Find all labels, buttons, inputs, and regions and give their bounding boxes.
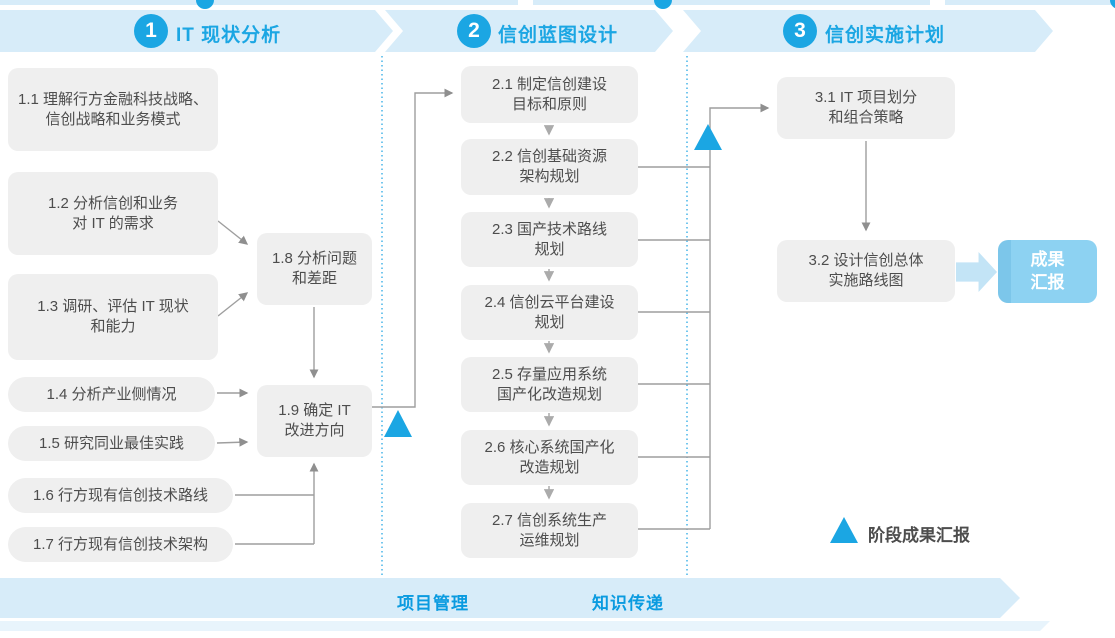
step-box-1-3: 1.3 调研、评估 IT 现状 和能力: [8, 274, 218, 360]
step-3-2-line2: 实施路线图: [828, 272, 904, 289]
step-box-1-9: 1.9 确定 IT 改进方向: [257, 385, 372, 457]
step-2-7-line1: 2.7 信创系统生产: [491, 511, 608, 529]
step-2-6-line1: 2.6 核心系统国产化: [484, 438, 615, 456]
step-2-2-line1: 2.2 信创基础资源: [491, 148, 608, 166]
step-1-5-line1: 1.5 研究同业最佳实践: [38, 434, 185, 452]
phase2-number-badge: 2: [457, 14, 491, 48]
phase3-band: [683, 10, 1053, 52]
step-2-3-line1: 2.3 国产技术路线: [491, 220, 608, 238]
bottom-strip: [0, 621, 1050, 631]
step-box-1-1: 1.1 理解行方金融科技战略、 信创战略和业务模式: [8, 68, 218, 151]
top-strip-segment-1: [0, 0, 518, 5]
step-box-2-6: 2.6 核心系统国产化 改造规划: [461, 430, 638, 485]
step-2-1-line2: 目标和原则: [511, 95, 587, 113]
step-box-3-1: 3.1 IT 项目划分 和组合策略: [777, 77, 955, 139]
step-2-4-line2: 规划: [534, 313, 565, 331]
arrow-1-9-to-2-1: [372, 88, 454, 408]
arrow-1-2-to-1-8: [217, 220, 249, 245]
top-strip-segment-2: [533, 0, 930, 5]
gray-connectors: [216, 88, 871, 545]
step-box-2-3: 2.3 国产技术路线 规划: [461, 212, 638, 267]
step-2-1-line1: 2.1 制定信创建设: [491, 75, 608, 93]
step-box-2-5: 2.5 存量应用系统 国产化改造规划: [461, 357, 638, 412]
legend-label: 阶段成果汇报: [868, 526, 970, 545]
phase1-number-badge: 1: [134, 14, 168, 48]
step-box-1-5: 1.5 研究同业最佳实践: [8, 426, 215, 461]
phase1-title: IT 现状分析: [176, 25, 282, 46]
top-strip-circle-2: [654, 0, 672, 9]
phase2-title: 信创蓝图设计: [498, 25, 619, 46]
step-2-7-line2: 运维规划: [519, 531, 580, 549]
step-1-8-line2: 和差距: [291, 270, 337, 287]
step-1-9-line2: 改进方向: [284, 422, 345, 439]
step-box-1-6: 1.6 行方现有信创技术路线: [8, 478, 233, 513]
step-1-1-line1: 1.1 理解行方金融科技战略、: [17, 90, 209, 108]
step-1-7-line1: 1.7 行方现有信创技术架构: [32, 535, 209, 553]
top-strip-segment-3: [945, 0, 1112, 5]
phase2-band: [385, 10, 673, 52]
step-box-2-4: 2.4 信创云平台建设 规划: [461, 285, 638, 340]
step-box-1-2: 1.2 分析信创和业务 对 IT 的需求: [8, 172, 218, 255]
step-box-2-7: 2.7 信创系统生产 运维规划: [461, 503, 638, 558]
phase2-number: 2: [468, 19, 480, 42]
bottom-band: [0, 578, 1020, 618]
arrow-1-3-to-1-8: [217, 292, 249, 317]
step-box-1-4: 1.4 分析产业侧情况: [8, 377, 215, 412]
step-2-6-line2: 改造规划: [519, 458, 580, 476]
footer-item-knowledge-transfer: 知识传递: [592, 594, 664, 613]
step-box-2-1: 2.1 制定信创建设 目标和原则: [461, 66, 638, 123]
step-box-3-2: 3.2 设计信创总体 实施路线图: [777, 240, 955, 302]
step-1-6-line1: 1.6 行方现有信创技术路线: [32, 486, 209, 504]
step-3-2-line1: 3.2 设计信创总体: [808, 252, 924, 270]
footer-item-project-management: 项目管理: [397, 594, 469, 613]
step-3-1-line2: 和组合策略: [828, 109, 904, 126]
step-2-5-line2: 国产化改造规划: [496, 385, 602, 403]
step-1-2-line2: 对 IT 的需求: [72, 214, 154, 232]
step-1-8-line1: 1.8 分析问题: [271, 250, 358, 268]
step-box-1-7: 1.7 行方现有信创技术架构: [8, 527, 233, 562]
step-box-2-2: 2.2 信创基础资源 架构规划: [461, 139, 638, 195]
phase1-number: 1: [145, 19, 157, 42]
step-2-5-line1: 2.5 存量应用系统: [491, 365, 608, 383]
outcome-line1: 成果: [1030, 249, 1065, 269]
step-1-2-line1: 1.2 分析信创和业务: [47, 194, 179, 212]
arrow-bus-to-3-1: [709, 103, 770, 529]
step-2-2-line2: 架构规划: [519, 168, 580, 185]
step-3-1-line1: 3.1 IT 项目划分: [814, 89, 918, 107]
phase1-band: [0, 10, 393, 52]
step-1-9-line1: 1.9 确定 IT: [278, 402, 351, 420]
step-1-4-line1: 1.4 分析产业侧情况: [46, 385, 177, 403]
arrow-1-5-to-1-9: [216, 437, 249, 447]
step-1-3-line2: 和能力: [90, 318, 136, 335]
step-1-3-line1: 1.3 调研、评估 IT 现状: [37, 298, 189, 316]
phase3-title: 信创实施计划: [825, 25, 946, 46]
step-2-4-line1: 2.4 信创云平台建设: [484, 293, 615, 311]
outcome-line2: 汇报: [1030, 272, 1065, 292]
top-strip-circle-3: [1110, 0, 1115, 9]
phase3-number: 3: [794, 19, 806, 42]
outcome-report-box: 成果 汇报: [998, 240, 1097, 303]
step-2-3-line2: 规划: [534, 240, 565, 258]
top-strip-circle-1: [196, 0, 214, 9]
phase3-number-badge: 3: [783, 14, 817, 48]
step-1-1-line2: 信创战略和业务模式: [45, 110, 181, 128]
step-box-1-8: 1.8 分析问题 和差距: [257, 233, 372, 305]
